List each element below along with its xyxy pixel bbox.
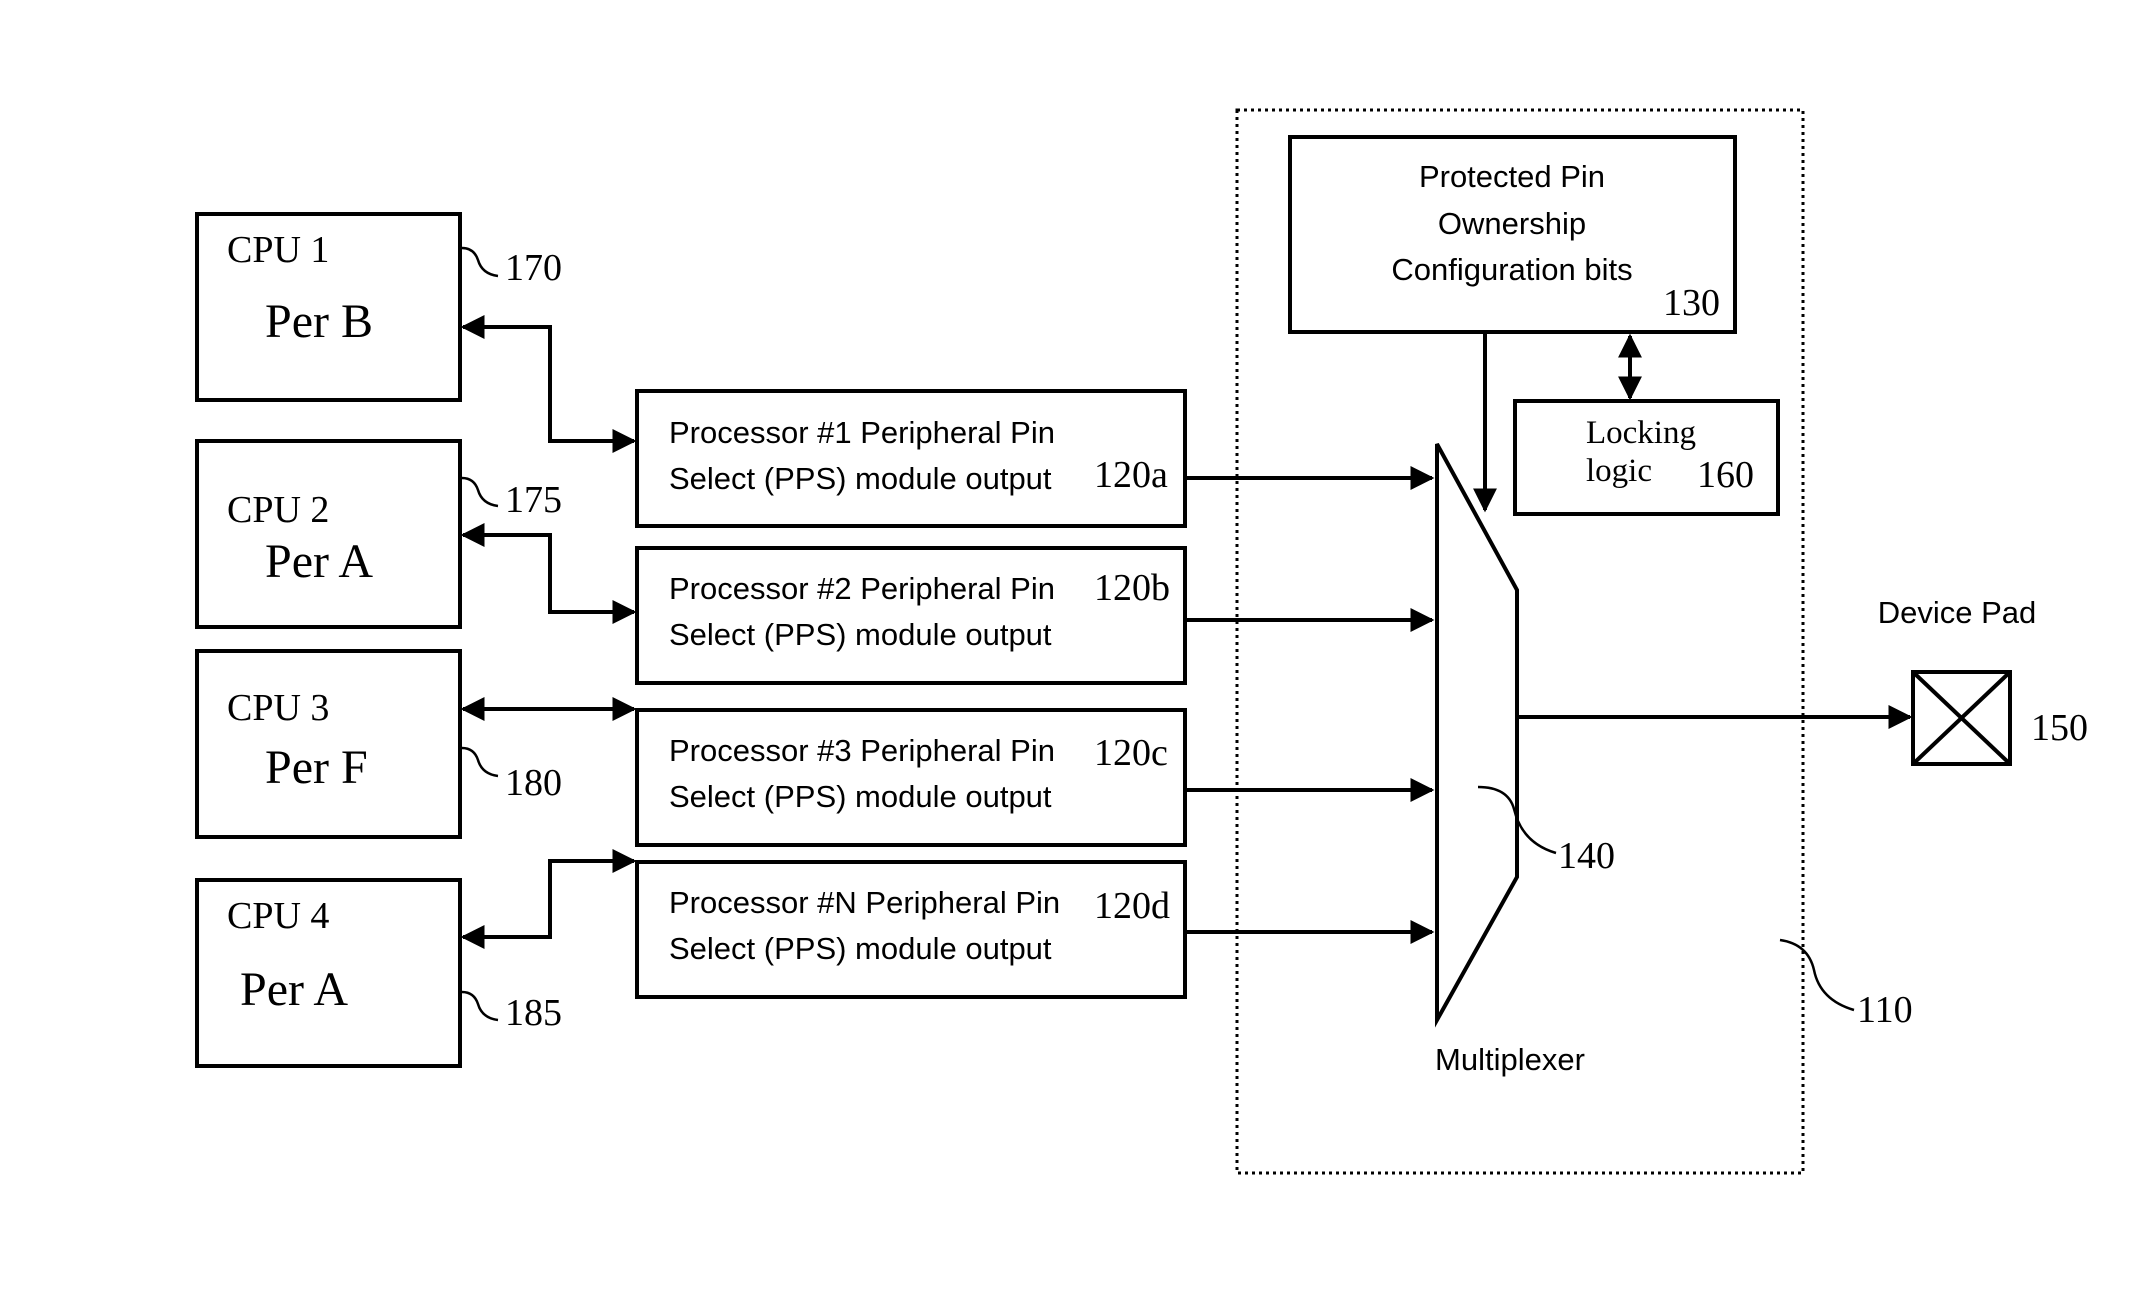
mux-label: Multiplexer: [1435, 1042, 1585, 1077]
leader-175: [462, 478, 498, 506]
pps-line1: Processor #N Peripheral Pin: [669, 885, 1060, 920]
locking-ref: 160: [1697, 454, 1754, 496]
pps-module-2: Processor #2 Peripheral Pin Select (PPS)…: [637, 548, 1185, 683]
pps-line2: Select (PPS) module output: [669, 931, 1052, 966]
pps-module-4: Processor #N Peripheral Pin Select (PPS)…: [637, 862, 1185, 997]
cpu-peripheral: Per F: [265, 741, 368, 794]
pad-label: Device Pad: [1878, 595, 2037, 630]
pps-line1: Processor #1 Peripheral Pin: [669, 415, 1055, 450]
pps-module-3: Processor #3 Peripheral Pin Select (PPS)…: [637, 710, 1185, 845]
cpu-block-4: CPU 4 Per A: [197, 880, 460, 1066]
pps-ref: 120d: [1094, 885, 1170, 927]
cpu-block-3: CPU 3 Per F: [197, 651, 460, 837]
multiplexer: [1437, 444, 1517, 1020]
locking-line2: logic: [1586, 453, 1652, 489]
ref-140: 140: [1558, 835, 1615, 877]
cpu-peripheral: Per A: [240, 963, 348, 1016]
cpu-peripheral: Per B: [265, 295, 373, 348]
pps-line2: Select (PPS) module output: [669, 779, 1052, 814]
ref-170: 170: [505, 247, 562, 289]
cpu-title: CPU 4: [227, 895, 329, 937]
ref-150: 150: [2031, 707, 2088, 749]
config-line1: Protected Pin: [1419, 159, 1605, 194]
leader-185: [462, 992, 498, 1020]
leader-110: [1780, 940, 1854, 1010]
cpu-block-2: CPU 2 Per A: [197, 441, 460, 627]
leader-180: [462, 748, 498, 776]
ref-185: 185: [505, 992, 562, 1034]
cpu-block-1: CPU 1 Per B: [197, 214, 460, 400]
ref-110: 110: [1857, 989, 1913, 1031]
cpu-title: CPU 2: [227, 489, 329, 531]
device-pad: [1913, 672, 2010, 764]
config-line2: Ownership: [1438, 206, 1586, 241]
config-line3: Configuration bits: [1391, 252, 1632, 287]
cpu1-pps1-arrow: [463, 327, 634, 441]
cpu-peripheral: Per A: [265, 535, 373, 588]
ref-175: 175: [505, 479, 562, 521]
pps-ref: 120b: [1094, 567, 1170, 609]
pps-line1: Processor #3 Peripheral Pin: [669, 733, 1055, 768]
pps-line2: Select (PPS) module output: [669, 461, 1052, 496]
config-ref: 130: [1663, 282, 1720, 324]
pps-module-1: Processor #1 Peripheral Pin Select (PPS)…: [637, 391, 1185, 526]
pps-line1: Processor #2 Peripheral Pin: [669, 571, 1055, 606]
locking-logic-block: Locking logic 160: [1515, 401, 1778, 514]
ref-180: 180: [505, 762, 562, 804]
cpu2-pps2-arrow: [463, 535, 634, 612]
locking-line1: Locking: [1586, 415, 1696, 451]
cpu4-pps4-arrow: [463, 861, 634, 937]
cpu-title: CPU 3: [227, 687, 329, 729]
pps-ref: 120a: [1094, 454, 1168, 496]
cpu-title: CPU 1: [227, 229, 329, 271]
pps-ref: 120c: [1094, 732, 1168, 774]
leader-170: [462, 248, 498, 276]
pps-line2: Select (PPS) module output: [669, 617, 1052, 652]
config-bits-block: Protected Pin Ownership Configuration bi…: [1290, 137, 1735, 332]
